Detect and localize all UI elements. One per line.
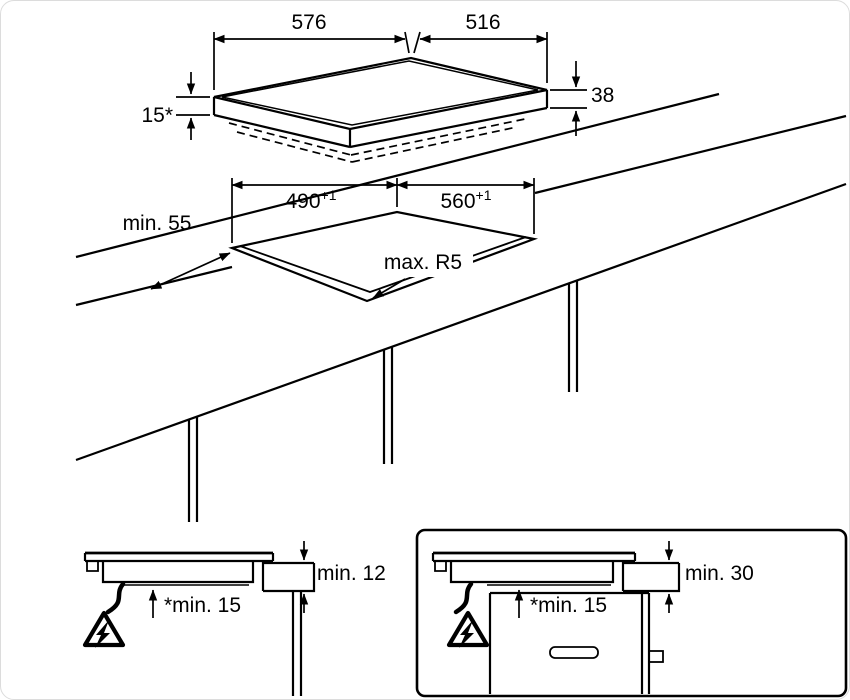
front-clearance-label: min. 55 [123,212,192,235]
hob-bottom-left-edge [213,113,351,149]
dim-min12-label: min. 12 [317,562,386,585]
electrical-hazard-icon [446,610,490,648]
dim-depth-label: 516 [465,11,500,34]
ext-line [404,31,410,54]
hob-frame-lip [86,561,99,572]
hob-lower-box-dashed [228,122,352,156]
dim-min15-left-label: *min. 15 [164,594,241,617]
worktop-section-bottom [263,563,316,593]
hob-bottom-right-edge [349,106,548,149]
section-detail-right: min. 30 *min. 15 [415,528,848,698]
hob-lower-box-dashed [236,131,353,163]
worktop-back-edge [75,92,720,259]
oven-vent-slot [549,646,599,659]
dim-arrow-front-clearance [150,252,231,290]
hob-body-outline [101,561,255,584]
mains-cable [105,581,126,615]
dim-width-label: 576 [291,11,326,34]
worktop-apron-bottom-edge [75,182,847,462]
cutout-depth-label: 560+1 [440,187,491,213]
cutout-width-label: 490+1 [285,187,336,213]
lightning-bolt [459,620,474,648]
ext-line [413,31,421,54]
worktop-front-edge-left [75,265,233,307]
dim-min15-right-label: *min. 15 [530,594,607,617]
worktop-section-top [621,561,679,591]
mains-cable [453,581,474,615]
oven-knob [648,650,664,663]
cutout-depth-value: 560 [440,190,475,213]
cutout-inner-wall-line [239,236,527,293]
cutout-width-value: 490 [285,190,320,213]
hob-glass-frame-line [221,60,539,126]
label-background [373,247,473,277]
section-detail-left: min. 12 *min. 15 [82,541,386,696]
detail-boundary-box [415,528,848,698]
lightning-bolt [95,620,110,648]
worktop-cutout-view: 490+1 560+1 min. 55 max. R5 [75,92,847,522]
worktop-section-bottom [623,563,681,593]
hob-frame-lip [434,561,447,572]
cutout-depth-tolerance: +1 [476,187,492,203]
worktop-section-top [261,561,314,591]
hob-body-outline [449,561,615,584]
hob-isometric-view: 576 516 38 15* [141,11,614,163]
worktop-front-edge-right [534,114,847,195]
electrical-hazard-icon [82,610,126,648]
hob-lower-box-dashed [350,118,526,156]
corner-radius-leader-arrow [372,278,406,299]
dim-height-label: 38 [591,84,614,107]
cutout-width-tolerance: +1 [321,187,337,203]
corner-radius-label: max. R5 [384,251,462,274]
hob-lower-box-dashed [351,126,518,163]
dim-frame-height-label: 15* [141,104,173,127]
dim-min30-label: min. 30 [685,562,754,585]
